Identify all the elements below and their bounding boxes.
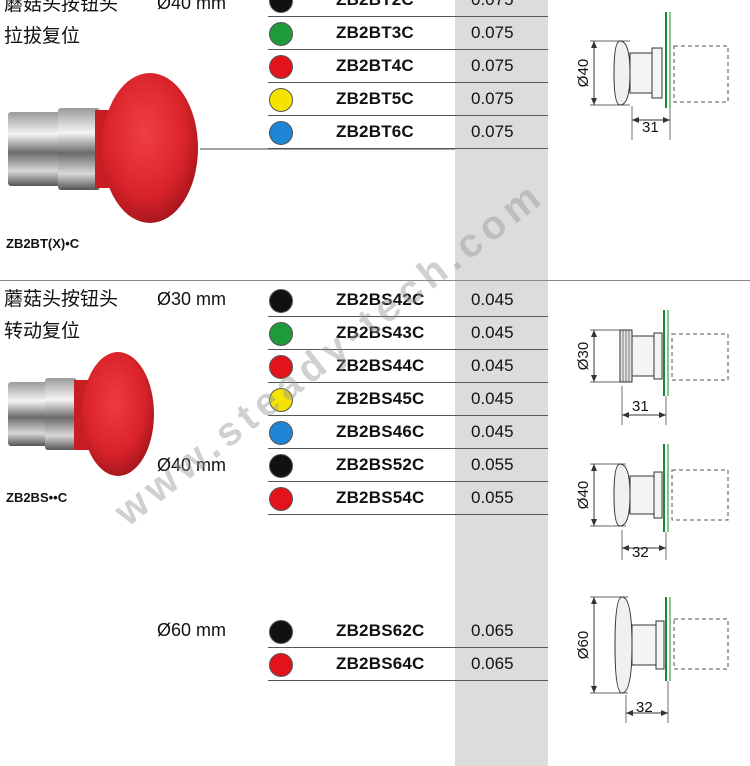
product-image-zb2bsc [8, 352, 154, 476]
row-divider [268, 514, 548, 515]
product-weight: 0.075 [471, 0, 514, 10]
dim-s1-dia: Ø40 [575, 59, 592, 87]
row-divider [268, 647, 548, 648]
color-dot-yellow [269, 388, 293, 412]
product-ref: ZB2BT6C [336, 122, 414, 141]
product-weight: 0.075 [471, 122, 514, 141]
product-weight: 0.065 [471, 621, 514, 640]
product-image-zb2btc [8, 73, 455, 223]
color-dot-red [269, 355, 293, 379]
row-divider [268, 415, 548, 416]
product-ref: ZB2BT5C [336, 89, 414, 108]
dimension-drawing-s1: Ø40 31 [575, 12, 729, 140]
dim-s2g2-len: 32 [632, 544, 649, 561]
product-weight: 0.075 [471, 89, 514, 108]
section1-diameter: Ø40 mm [157, 0, 227, 13]
row-divider [268, 680, 548, 681]
dim-s2g2-dia: Ø40 [575, 481, 592, 509]
product-weight: 0.045 [471, 323, 514, 342]
product-ref: ZB2BS64C [336, 654, 425, 673]
product-weight: 0.075 [471, 56, 514, 75]
product-weight: 0.075 [471, 23, 514, 42]
color-dot-blue [269, 121, 293, 145]
section2-product-label: ZB2BS••C [6, 490, 68, 505]
row-divider [268, 49, 548, 50]
section2-title-line1: 蘑菇头按钮头 [4, 288, 119, 310]
product-ref: ZB2BT2C [336, 0, 414, 10]
product-ref: ZB2BS42C [336, 290, 425, 309]
color-dot-red [269, 487, 293, 511]
product-weight: 0.045 [471, 356, 514, 375]
color-dot-black [269, 0, 293, 13]
section2-title-line2: 转动复位 [4, 320, 81, 342]
row-divider [268, 115, 548, 116]
color-dot-blue [269, 421, 293, 445]
color-dot-green [269, 22, 293, 46]
row-divider [268, 82, 548, 83]
weight-column-bg [455, 0, 548, 766]
color-dot-green [269, 322, 293, 346]
product-ref: ZB2BS43C [336, 323, 425, 342]
row-divider [268, 148, 548, 149]
product-weight: 0.055 [471, 488, 514, 507]
product-weight: 0.045 [471, 422, 514, 441]
row-divider [268, 481, 548, 482]
dim-s1-len: 31 [642, 119, 659, 136]
row-divider [268, 448, 548, 449]
color-dot-black [269, 454, 293, 478]
color-dot-red [269, 653, 293, 677]
section1-title-line1: 蘑菇头按钮头 [4, 0, 119, 15]
section1-title-line2: 拉拔复位 [4, 25, 81, 47]
dimension-drawing-s2-g1: Ø30 31 [575, 310, 729, 425]
dim-s2g1-len: 31 [632, 398, 649, 415]
product-ref: ZB2BS46C [336, 422, 425, 441]
row-divider [268, 316, 548, 317]
color-dot-black [269, 620, 293, 644]
section1-product-label: ZB2BT(X)•C [6, 236, 80, 251]
product-weight: 0.065 [471, 654, 514, 673]
row-divider [268, 349, 548, 350]
product-ref: ZB2BS44C [336, 356, 425, 375]
dim-s2g3-dia: Ø60 [575, 631, 592, 659]
dimension-drawing-s2-g2: Ø40 32 [575, 444, 729, 561]
color-dot-red [269, 55, 293, 79]
dim-s2g1-dia: Ø30 [575, 342, 592, 370]
dim-s2g3-len: 32 [636, 699, 653, 716]
product-ref: ZB2BT3C [336, 23, 414, 42]
section2-group2-diameter: Ø40 mm [157, 455, 227, 475]
product-ref: ZB2BT4C [336, 56, 414, 75]
dimension-drawing-s2-g3: Ø60 32 [575, 596, 729, 723]
product-weight: 0.045 [471, 389, 514, 408]
product-ref: ZB2BS54C [336, 488, 425, 507]
product-weight: 0.055 [471, 455, 514, 474]
section2-group3-diameter: Ø60 mm [157, 620, 227, 640]
section-divider [0, 280, 750, 281]
row-divider [268, 382, 548, 383]
product-ref: ZB2BS52C [336, 455, 425, 474]
color-dot-black [269, 289, 293, 313]
row-divider [268, 16, 548, 17]
product-weight: 0.045 [471, 290, 514, 309]
section2-group1-diameter: Ø30 mm [157, 289, 227, 309]
product-ref: ZB2BS45C [336, 389, 425, 408]
product-ref: ZB2BS62C [336, 621, 425, 640]
color-dot-yellow [269, 88, 293, 112]
